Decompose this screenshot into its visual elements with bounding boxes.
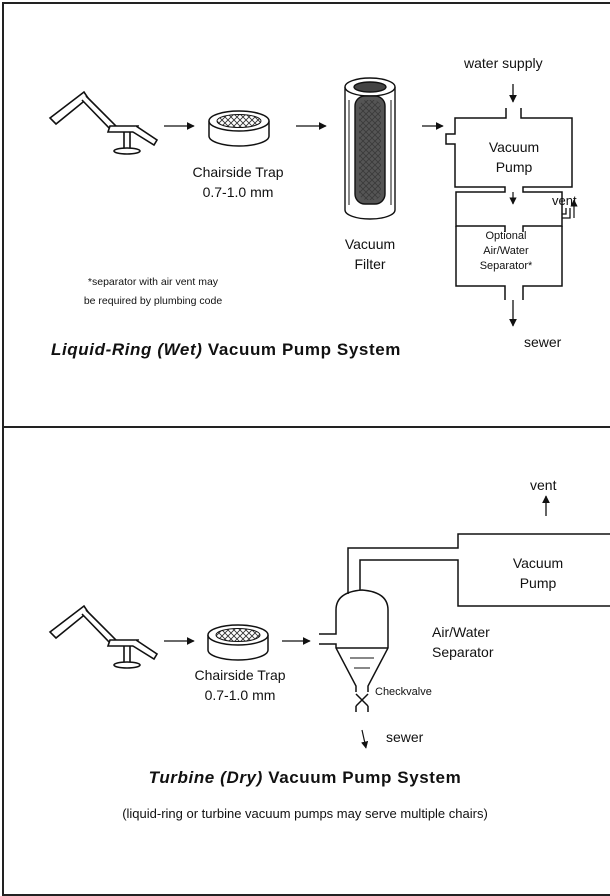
- dry-system-title-rest: Vacuum Pump System: [268, 768, 462, 787]
- footnote: *separator with air vent may be required…: [83, 276, 223, 307]
- dry-system-panel: [2, 426, 610, 896]
- dry-system-title-italic: Turbine (Dry): [148, 768, 263, 787]
- wet-system-title-rest: Vacuum Pump System: [207, 340, 401, 359]
- vacuum-pump-label: Vacuum Pump: [512, 555, 564, 591]
- vent-label: vent: [552, 193, 577, 208]
- vacuum-filter-icon: [344, 77, 396, 220]
- chairside-trap-icon: [208, 110, 270, 147]
- wet-system-title: Liquid-Ring (Wet) Vacuum Pump System: [51, 340, 401, 360]
- separator-label: Air/Water Separator: [432, 624, 494, 660]
- vacuum-pump-icon: [347, 533, 610, 607]
- dry-system-title: Turbine (Dry) Vacuum Pump System: [0, 768, 610, 788]
- water-supply-label: water supply: [464, 55, 543, 71]
- dental-chair-icon: [48, 604, 159, 669]
- vent-label: vent: [530, 477, 557, 493]
- vacuum-pump-label: Vacuum Pump: [488, 139, 540, 175]
- chairside-trap-icon: [207, 624, 269, 661]
- vacuum-filter-label: Vacuum Filter: [344, 236, 396, 272]
- sewer-label: sewer: [386, 729, 424, 745]
- chairside-trap-label: Chairside Trap 0.7-1.0 mm: [192, 164, 284, 200]
- wet-system-panel: [2, 2, 610, 428]
- chairside-trap-label: Chairside Trap 0.7-1.0 mm: [194, 667, 286, 703]
- vent-pipe: [562, 208, 571, 219]
- checkvalve-label: Checkvalve: [375, 686, 432, 698]
- air-water-separator-icon: [319, 589, 389, 712]
- vacuum-pump-icon: [445, 108, 573, 232]
- flow-arrow-icon: [361, 729, 369, 749]
- separator-label: Optional Air/Water Separator*: [479, 230, 533, 272]
- wet-system-title-italic: Liquid-Ring (Wet): [51, 340, 203, 359]
- dental-chair-icon: [48, 90, 159, 155]
- multiple-chairs-note: (liquid-ring or turbine vacuum pumps may…: [122, 806, 488, 821]
- sewer-label: sewer: [524, 334, 562, 350]
